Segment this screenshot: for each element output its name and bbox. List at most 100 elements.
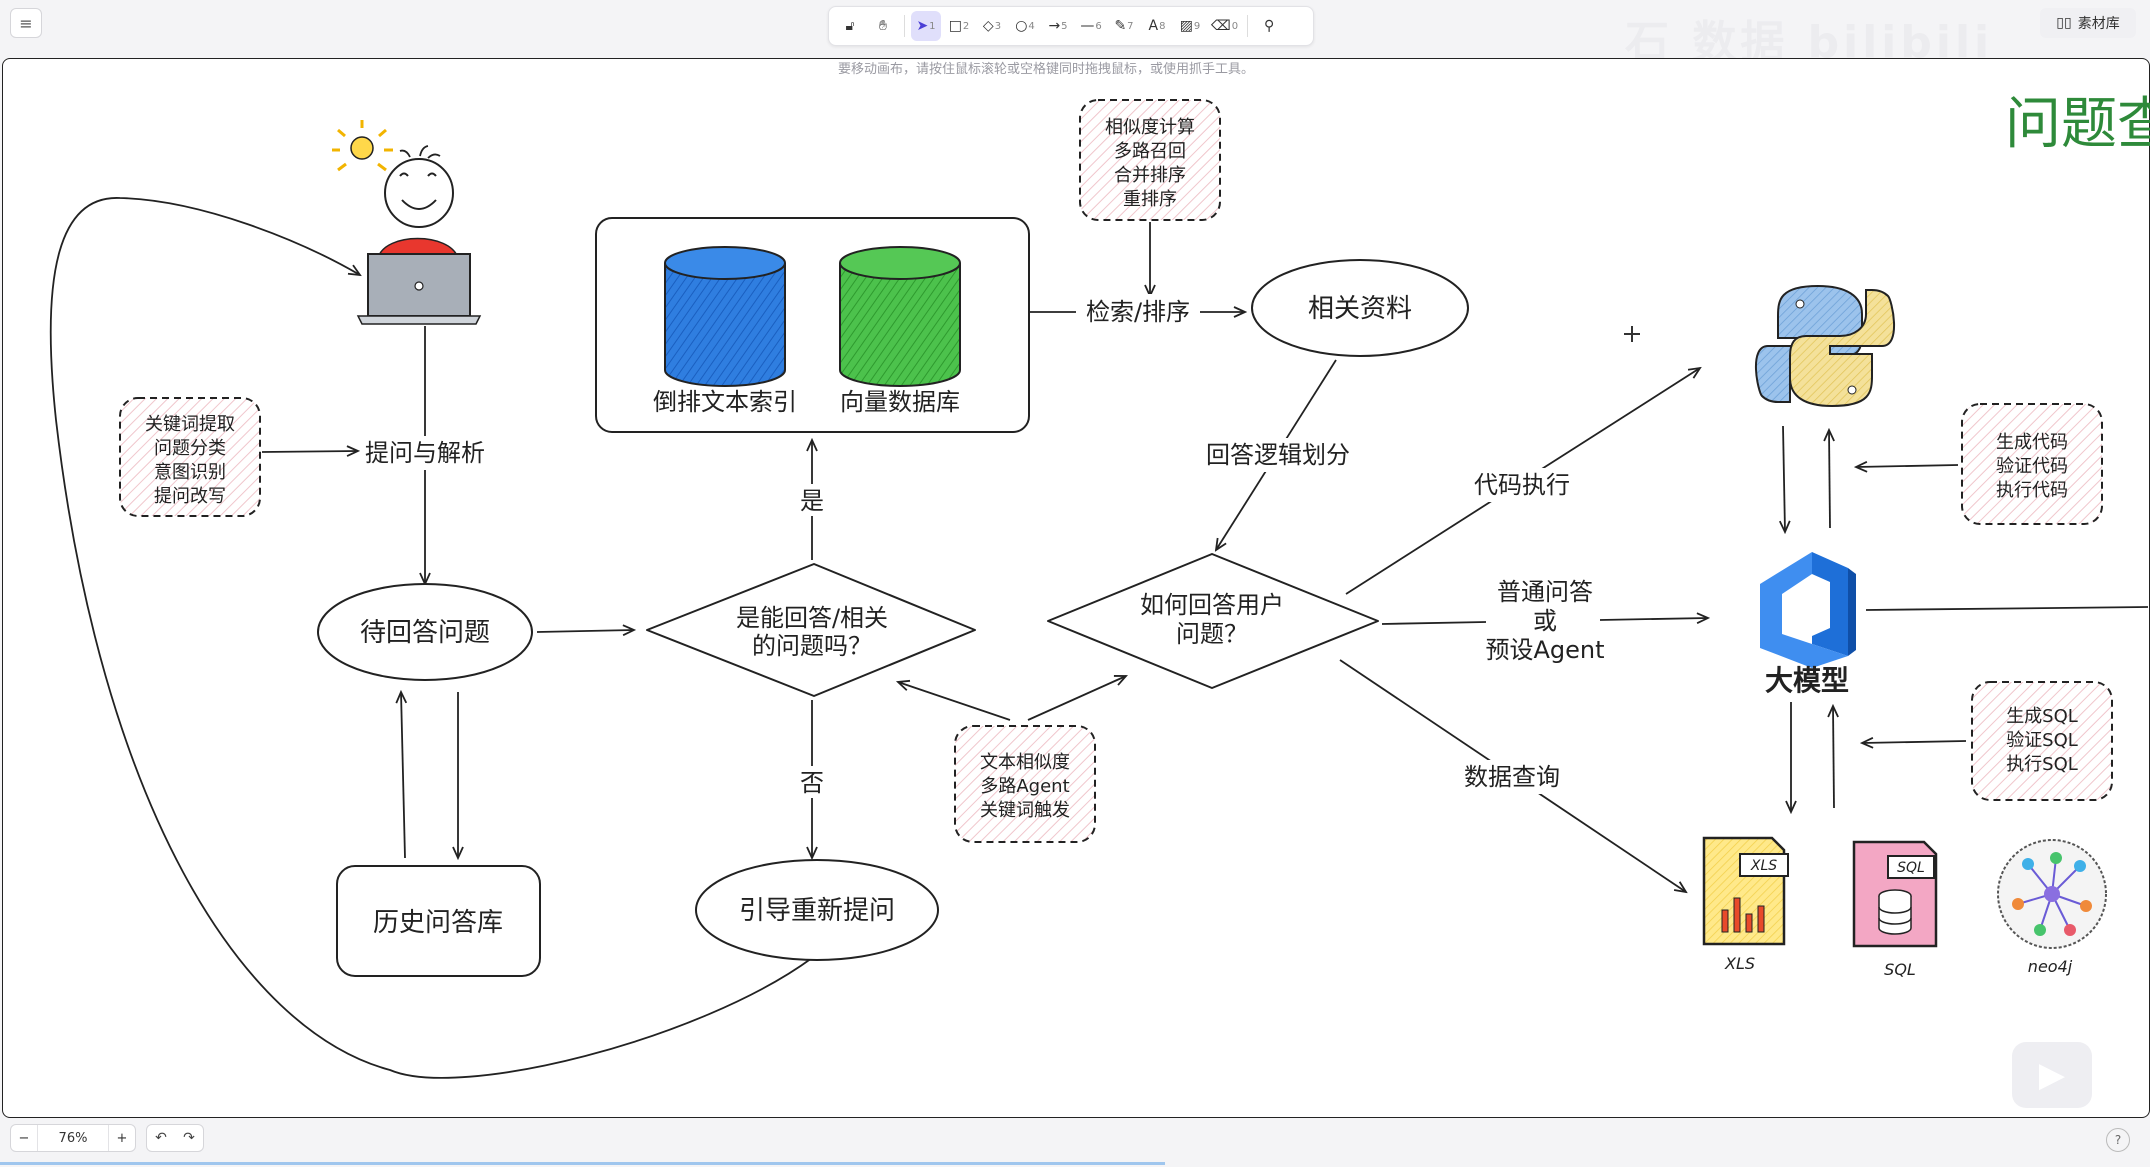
zoom-control: − 76% +: [10, 1124, 136, 1152]
history-to-pending-edge: [401, 692, 405, 859]
move-cursor-icon: [1624, 326, 1640, 342]
sql-gen-note: 生成SQL 验证SQL 执行SQL: [1971, 681, 2113, 801]
video-play-icon[interactable]: ▶: [2012, 1042, 2092, 1108]
ask-parse-label: 提问与解析: [365, 439, 485, 467]
ellipse-icon: ○: [1015, 18, 1028, 34]
shapes-library-icon: ⚲: [1264, 18, 1275, 34]
guide-reask-node[interactable]: [695, 859, 939, 961]
zoom-in-button[interactable]: +: [116, 1130, 128, 1146]
shapes-library-tool[interactable]: ⚲: [1254, 11, 1284, 41]
python-icon: [1754, 284, 1896, 408]
xls-file-icon: XLS: [1702, 836, 1789, 946]
pending-question-node[interactable]: [317, 583, 533, 681]
hamburger-icon: ≡: [19, 13, 33, 33]
help-button[interactable]: ?: [2106, 1128, 2130, 1152]
llm-right-edge: [1865, 606, 2149, 611]
sql-caption: SQL: [1884, 960, 1916, 979]
note-line: 提问改写: [154, 486, 226, 507]
lightbulb-icon: [332, 120, 393, 172]
hand-icon: ✋︎: [879, 18, 887, 34]
note-line: 问题分类: [154, 438, 226, 459]
redo-button[interactable]: ↷: [183, 1130, 195, 1146]
undo-button[interactable]: ↶: [155, 1130, 167, 1146]
bottom-bar: − 76% + ↶ ↷ ?: [0, 1118, 2150, 1167]
book-icon: ▯▯: [2056, 15, 2072, 31]
note-line: 合并排序: [1114, 165, 1186, 186]
vector-db-icon: [839, 246, 961, 387]
no-label: 否: [800, 769, 824, 797]
note-line: 关键词提取: [145, 414, 235, 435]
sql-note-edge: [1862, 741, 1967, 743]
neo4j-graph-icon: [1997, 839, 2107, 949]
vector-db-label: 向量数据库: [840, 388, 960, 416]
note-line: 验证SQL: [2006, 730, 2078, 751]
diagram-title: 问题查: [2005, 92, 2150, 157]
retrieve-sort-label: 检索/排序: [1086, 298, 1190, 326]
similarity-to-how-edge: [1027, 676, 1126, 721]
neo4j-caption: neo4j: [2028, 957, 2073, 976]
image-icon: ▨: [1179, 18, 1193, 34]
ellipse-tool[interactable]: ○4: [1010, 11, 1040, 41]
diamond-tool[interactable]: ◇3: [977, 11, 1007, 41]
note-line: 相似度计算: [1105, 117, 1195, 138]
note-line: 重排序: [1123, 189, 1177, 210]
rectangle-tool[interactable]: □2: [944, 11, 974, 41]
shortcut-key: 1: [929, 20, 936, 32]
zoom-level[interactable]: 76%: [37, 1125, 109, 1151]
history-qa-node[interactable]: [336, 865, 541, 977]
note-line: 执行SQL: [2006, 754, 2078, 775]
note-line: 生成代码: [1996, 432, 2068, 453]
pencil-tool[interactable]: ✎7: [1109, 11, 1139, 41]
toolbar-separator: [1247, 15, 1249, 37]
answer-logic-label: 回答逻辑划分: [1206, 441, 1350, 469]
library-button[interactable]: ▯▯素材库: [2040, 8, 2136, 38]
related-info-node[interactable]: [1251, 259, 1469, 357]
similarity-note: 文本相似度 多路Agent 关键词触发: [954, 725, 1096, 843]
hand-tool[interactable]: ✋︎: [868, 11, 898, 41]
zoom-out-button[interactable]: −: [18, 1130, 30, 1146]
code-note-edge: [1856, 465, 1959, 467]
pending-question-label: 待回答问题: [360, 618, 490, 648]
note-line: 验证代码: [1996, 456, 2068, 477]
image-tool[interactable]: ▨9: [1175, 11, 1205, 41]
preprocess-edge: [261, 451, 358, 452]
eraser-icon: ⌫: [1211, 18, 1231, 34]
sql-file-icon: SQL: [1852, 840, 1938, 948]
python-to-llm-edge: [1783, 425, 1785, 532]
ranking-note: 相似度计算 多路召回 合并排序 重排序: [1079, 99, 1221, 221]
toolbar-separator: [904, 15, 905, 37]
note-line: 执行代码: [1996, 480, 2068, 501]
eraser-tool[interactable]: ⌫0: [1208, 11, 1241, 41]
shortcut-key: 8: [1159, 20, 1166, 32]
data-to-llm-edge: [1833, 706, 1834, 809]
xls-badge-text: XLS: [1750, 858, 1777, 874]
how-answer-label: 问题？: [1176, 620, 1248, 648]
diamond-icon: ◇: [982, 18, 994, 34]
line-icon: —: [1080, 18, 1095, 34]
line-tool[interactable]: —6: [1076, 11, 1106, 41]
lock-icon: 🔓︎: [845, 18, 855, 34]
shortcut-key: 0: [1231, 20, 1239, 32]
llm-to-python-edge: [1829, 430, 1830, 529]
video-progress-bar[interactable]: [0, 1162, 1165, 1165]
feedback-loop-edge: [49, 197, 813, 1079]
pending-to-decision-edge: [536, 630, 634, 632]
lock-tool[interactable]: 🔓︎: [835, 11, 865, 41]
xls-caption: XLS: [1724, 954, 1755, 973]
main-menu-button[interactable]: ≡: [10, 8, 42, 38]
arrow-tool[interactable]: →5: [1043, 11, 1073, 41]
normal-qa-edge-b: [1599, 618, 1708, 620]
similarity-to-decision-edge: [898, 682, 1011, 721]
note-line: 生成SQL: [2006, 706, 2078, 727]
normal-qa-edge-a: [1381, 621, 1487, 625]
shortcut-key: 4: [1028, 20, 1035, 32]
preprocess-note: 关键词提取 问题分类 意图识别 提问改写: [119, 397, 261, 517]
select-icon: ➤: [916, 18, 929, 34]
note-line: 多路召回: [1114, 141, 1186, 162]
how-answer-decision-node[interactable]: [1047, 553, 1379, 689]
note-line: 关键词触发: [980, 800, 1070, 821]
select-tool[interactable]: ➤1: [911, 11, 941, 41]
can-answer-decision-node[interactable]: [646, 563, 976, 697]
